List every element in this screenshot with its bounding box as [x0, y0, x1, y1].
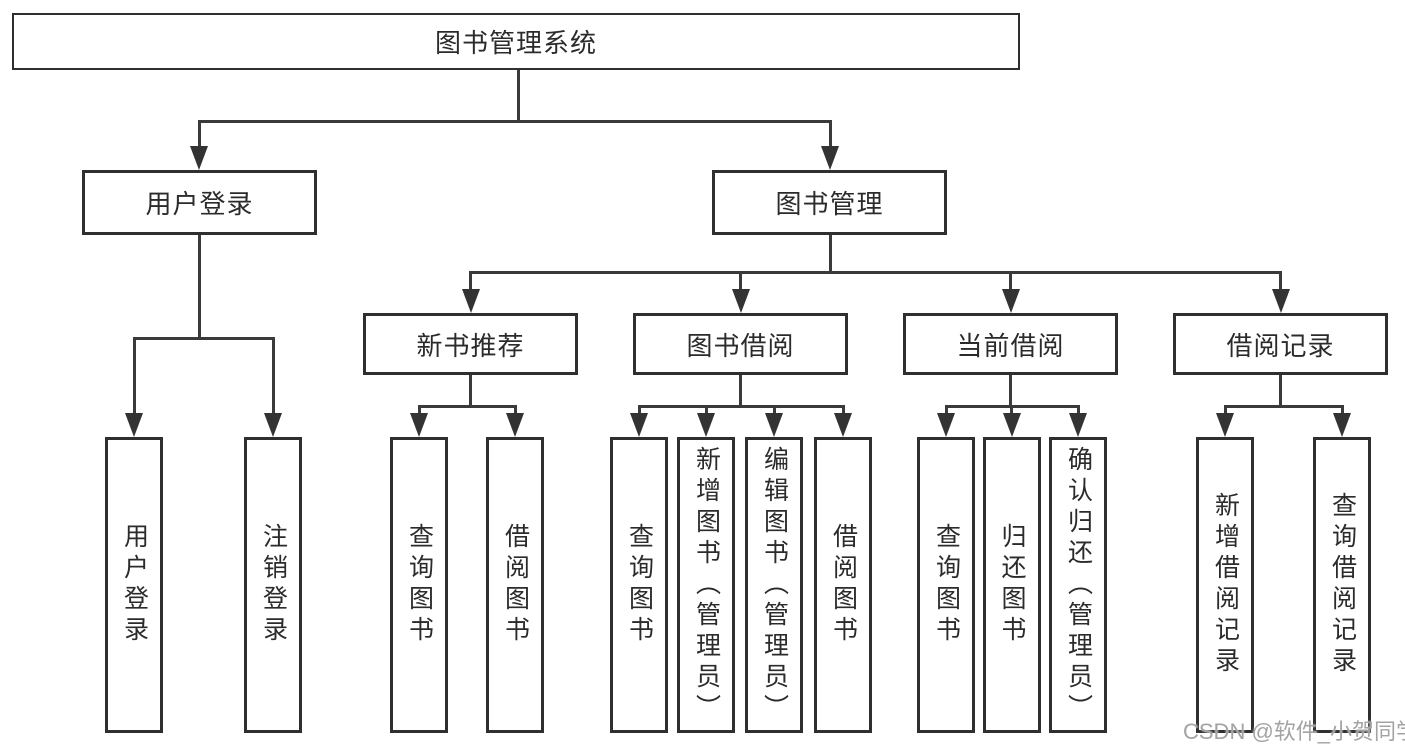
connector-vline [197, 235, 201, 337]
node-borrow-records: 借阅记录 [1173, 313, 1388, 375]
arrow-down-icon [125, 413, 143, 437]
arrow-down-icon [1069, 413, 1087, 437]
leaf-borrow-books-recommend: 借阅图书 [486, 437, 544, 733]
node-new-book-recommend: 新书推荐 [363, 313, 578, 375]
node-borrow-records-label: 借阅记录 [1226, 330, 1335, 361]
leaf-return-books: 归还图书 [982, 437, 1041, 733]
arrow-down-icon [461, 289, 480, 313]
arrow-down-icon [937, 413, 955, 437]
connector-vline [1279, 375, 1282, 405]
connector-vline [513, 405, 517, 415]
arrow-down-icon [1216, 413, 1234, 437]
leaf-label: 查询图书 [405, 523, 434, 647]
node-user-login-label: 用户登录 [145, 189, 254, 219]
connector-vline [469, 375, 472, 405]
connector-vline [704, 405, 708, 415]
connector-vline [197, 120, 201, 150]
arrow-down-icon [697, 413, 715, 437]
connector-vline [1009, 271, 1012, 292]
arrow-down-icon [264, 413, 282, 437]
connector-hline [1223, 405, 1344, 408]
leaf-label: 注销登录 [259, 523, 288, 647]
arrow-down-icon [190, 146, 208, 170]
leaf-label: 编辑图书（管理员） [760, 445, 789, 725]
leaf-label: 归还图书 [998, 523, 1026, 647]
arrow-down-icon [1333, 413, 1351, 437]
connector-vline [1010, 405, 1013, 415]
leaf-query-books-recommend: 查询图书 [390, 437, 448, 733]
arrow-down-icon [765, 413, 783, 437]
connector-hline [637, 405, 845, 408]
leaf-edit-books-admin: 编辑图书（管理员） [745, 437, 803, 733]
leaf-user-login: 用户登录 [105, 437, 163, 733]
leaf-logout: 注销登录 [244, 437, 302, 733]
leaf-add-borrow-record: 新增借阅记录 [1196, 437, 1254, 733]
arrow-down-icon [410, 413, 428, 437]
arrow-down-icon [1002, 413, 1021, 437]
node-new-book-recommend-label: 新书推荐 [416, 330, 525, 361]
node-user-login: 用户登录 [82, 170, 317, 235]
connector-hline [132, 337, 275, 340]
arrow-down-icon [731, 289, 750, 313]
leaf-label: 查询图书 [625, 523, 654, 647]
connector-vline [1223, 405, 1227, 415]
connector-vline [516, 70, 520, 120]
connector-vline [469, 271, 472, 292]
connector-vline [944, 405, 948, 415]
node-library-system-label: 图书管理系统 [434, 28, 597, 58]
connector-hline [469, 271, 1282, 274]
node-current-borrow-label: 当前借阅 [956, 330, 1065, 361]
node-book-management: 图书管理 [712, 170, 947, 235]
connector-vline [739, 375, 742, 405]
leaf-confirm-return-admin: 确认归还（管理员） [1049, 437, 1107, 733]
connector-vline [828, 120, 832, 150]
leaf-label: 用户登录 [120, 523, 149, 647]
arrow-down-icon [821, 146, 839, 170]
node-book-borrow-label: 图书借阅 [686, 330, 795, 361]
leaf-query-books-borrow: 查询图书 [610, 437, 668, 733]
arrow-down-icon [506, 413, 524, 437]
connector-hline [197, 120, 832, 123]
connector-vline [841, 405, 845, 415]
node-book-management-label: 图书管理 [775, 189, 884, 219]
leaf-label: 查询图书 [932, 523, 961, 647]
node-current-borrow: 当前借阅 [903, 313, 1118, 375]
connector-vline [1340, 405, 1344, 415]
connector-vline [1009, 375, 1012, 405]
arrow-down-icon [1271, 289, 1290, 313]
leaf-add-books-admin: 新增图书（管理员） [677, 437, 735, 733]
connector-vline [1279, 271, 1282, 292]
leaf-label: 新增借阅记录 [1211, 492, 1240, 678]
connector-vline [271, 337, 275, 416]
connector-vline [828, 235, 832, 271]
connector-vline [417, 405, 421, 415]
arrow-down-icon [630, 413, 648, 437]
leaf-label: 确认归还（管理员） [1064, 445, 1093, 725]
leaf-label: 借阅图书 [829, 523, 858, 647]
leaf-query-books-current: 查询图书 [917, 437, 975, 733]
arrow-down-icon [1001, 289, 1020, 313]
leaf-borrow-books: 借阅图书 [814, 437, 872, 733]
leaf-label: 查询借阅记录 [1328, 492, 1357, 678]
arrow-down-icon [834, 413, 852, 437]
connector-vline [637, 405, 641, 415]
node-book-borrow: 图书借阅 [633, 313, 848, 375]
connector-vline [739, 271, 742, 292]
connector-hline [417, 405, 517, 408]
csdn-watermark: CSDN @软件_小贺同学 [1183, 719, 1405, 744]
connector-vline [132, 337, 136, 416]
leaf-label: 借阅图书 [501, 523, 530, 647]
connector-vline [772, 405, 776, 415]
leaf-query-borrow-record: 查询借阅记录 [1313, 437, 1371, 733]
node-library-system: 图书管理系统 [12, 13, 1020, 70]
connector-vline [1076, 405, 1080, 415]
leaf-label: 新增图书（管理员） [692, 445, 721, 725]
